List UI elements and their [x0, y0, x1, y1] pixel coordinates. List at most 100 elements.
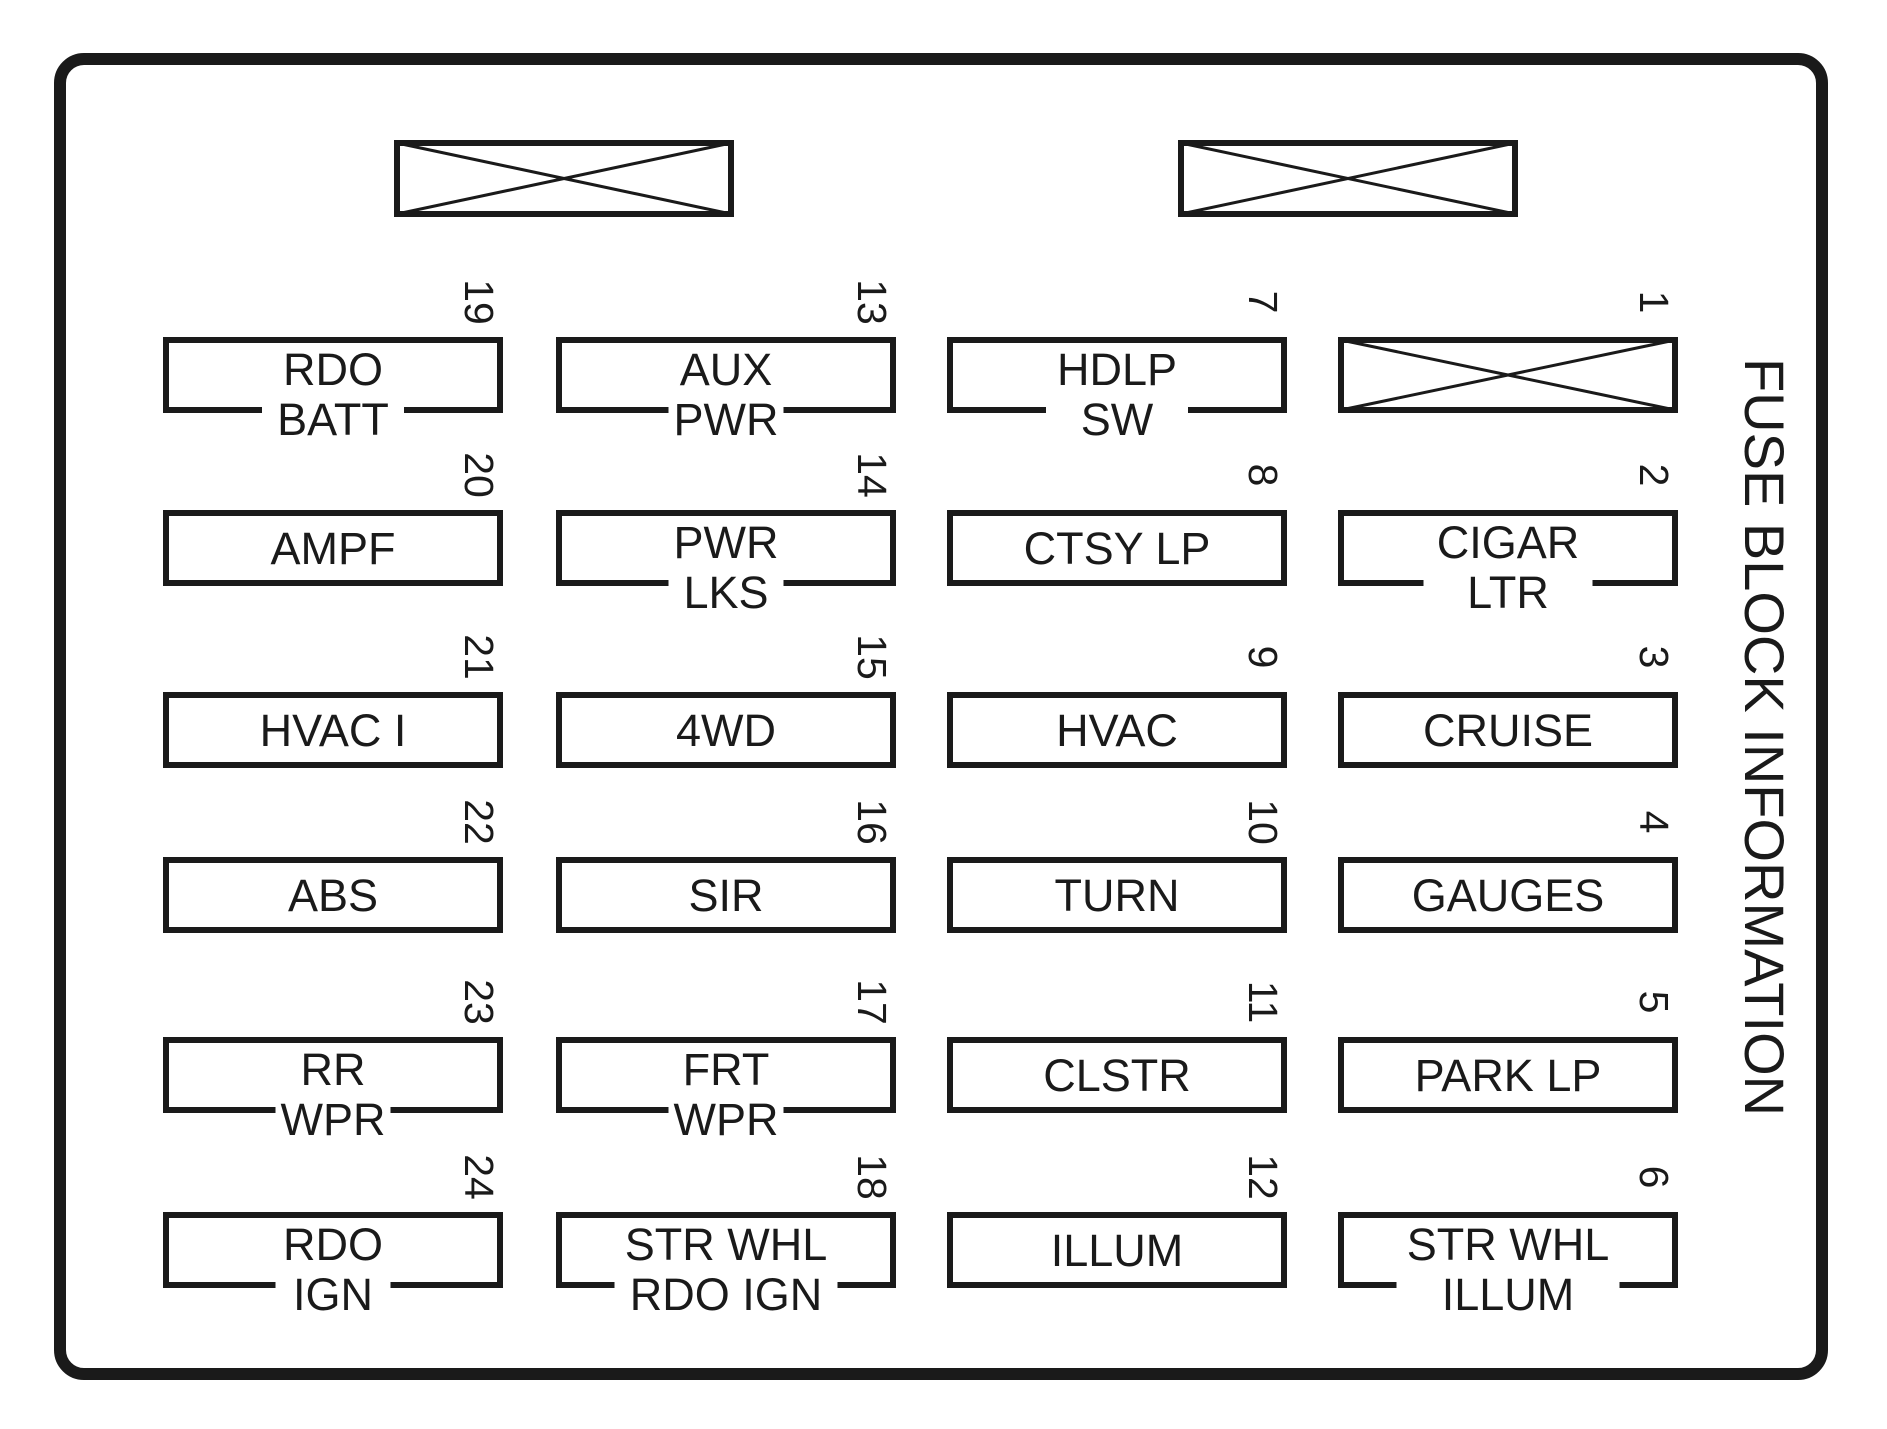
fuse-box [947, 692, 1287, 768]
fuse-label: CRUISE [1423, 705, 1593, 756]
fuse-box [556, 1212, 896, 1288]
fuse-number: 1 [1631, 291, 1677, 314]
fuse-label: CLSTR [1043, 1050, 1191, 1101]
fuse-number: 7 [1240, 291, 1286, 314]
relay-group [394, 140, 1518, 217]
fuse-number: 23 [456, 979, 502, 1025]
fuse-number: 21 [456, 634, 502, 680]
fuse-label-line1: STR WHL [1407, 1219, 1610, 1270]
fuse-label-line1: HDLP [1057, 344, 1177, 395]
fuse-number: 15 [849, 634, 895, 680]
fuse-box [947, 1212, 1287, 1288]
diagram-title: FUSE BLOCK INFORMATION [1733, 358, 1796, 1116]
fuse-label-line1: FRT [683, 1044, 770, 1095]
fuse-number: 6 [1631, 1166, 1677, 1189]
fuse-number: 2 [1631, 464, 1677, 487]
fuse-box [1338, 1212, 1678, 1288]
fuse-box [1338, 1037, 1678, 1113]
fuse-box [556, 337, 896, 413]
fuse-label-line2: ILLUM [1442, 1269, 1575, 1320]
fuse-15: 15 4WD [556, 634, 896, 768]
fuse-grid: 19RDOBATT13AUXPWR7HDLPSW120AMPF14PWRLKS8… [163, 279, 1678, 1320]
fuse-number: 16 [849, 799, 895, 845]
fuse-number: 12 [1240, 1154, 1286, 1200]
fuse-label: HVAC I [260, 705, 407, 756]
fuse-label-line1: STR WHL [625, 1219, 828, 1270]
fuse-label-line2: LKS [683, 567, 768, 618]
fuse-label-line2: IGN [293, 1269, 373, 1320]
fuse-label-line1: RDO [283, 344, 383, 395]
fuse-number: 14 [849, 452, 895, 498]
fuse-label: AMPF [270, 523, 395, 574]
fuse-label: HVAC [1056, 705, 1178, 756]
fuse-box [163, 857, 503, 933]
fuse-number: 17 [849, 979, 895, 1025]
fuse-label: ABS [288, 870, 378, 921]
fuse-label-line1: AUX [680, 344, 773, 395]
fuse-box [1338, 692, 1678, 768]
fuse-label: TURN [1055, 870, 1180, 921]
fuse-number: 5 [1631, 991, 1677, 1014]
fuse-label-line2: BATT [277, 394, 389, 445]
fuse-label: 4WD [676, 705, 776, 756]
fuse-label: PARK LP [1415, 1050, 1602, 1101]
fuse-label-line2: LTR [1467, 567, 1549, 618]
fuse-number: 13 [849, 279, 895, 325]
fuse-label-line2: SW [1081, 394, 1154, 445]
fuse-label: ILLUM [1051, 1225, 1184, 1276]
fuse-number: 22 [456, 799, 502, 845]
fuse-box [947, 857, 1287, 933]
fuse-box [163, 1037, 503, 1113]
fuse-box [163, 510, 503, 586]
fuse-box [556, 510, 896, 586]
fuse-number: 24 [456, 1154, 502, 1200]
fuse-number: 8 [1240, 464, 1286, 487]
fuse-box [947, 1037, 1287, 1113]
fuse-label: CTSY LP [1024, 523, 1211, 574]
fuse-number: 18 [849, 1154, 895, 1200]
fuse-box [163, 1212, 503, 1288]
fuse-label-line1: RDO [283, 1219, 383, 1270]
fuse-box [1338, 510, 1678, 586]
fuse-1: 1 [1338, 291, 1678, 413]
fuse-number: 3 [1631, 646, 1677, 669]
fuse-label-line1: PWR [674, 517, 779, 568]
fuse-number: 4 [1631, 811, 1677, 834]
relay-left [394, 140, 734, 217]
relay-right [1178, 140, 1518, 217]
fuse-box [163, 337, 503, 413]
fuse-box [947, 337, 1287, 413]
fuse-number: 10 [1240, 799, 1286, 845]
fuse-box [556, 857, 896, 933]
fuse-number: 11 [1240, 981, 1286, 1024]
fuse-box [1338, 857, 1678, 933]
fuse-label-line2: WPR [281, 1094, 386, 1145]
fuse-label-line2: PWR [674, 394, 779, 445]
fuse-box [556, 1037, 896, 1113]
fuse-label-line2: RDO IGN [630, 1269, 823, 1320]
fuse-number: 19 [456, 279, 502, 325]
fuse-number: 20 [456, 452, 502, 498]
